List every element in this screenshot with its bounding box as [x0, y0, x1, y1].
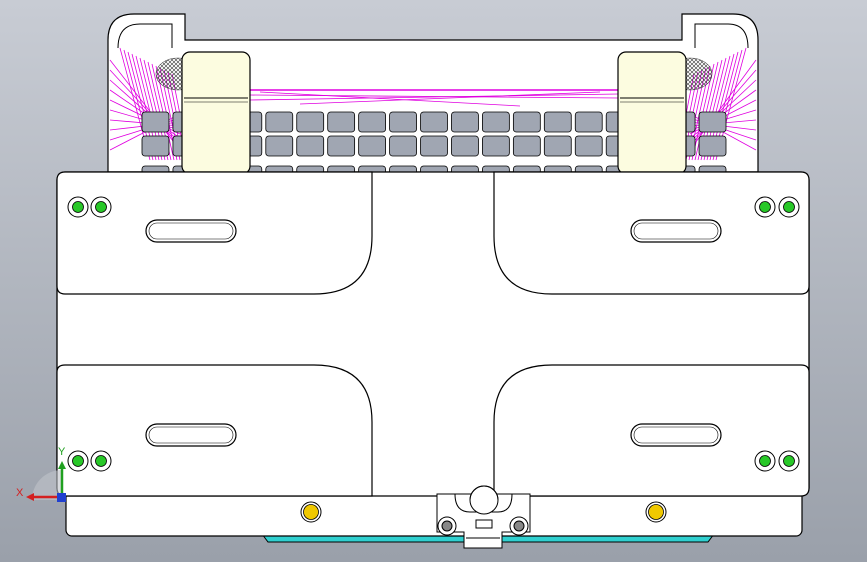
slot-top-right [630, 219, 722, 243]
keyboard-key [512, 111, 541, 133]
triad-y-label: Y [58, 446, 66, 458]
mounting-holes [67, 196, 800, 472]
keyboard-key [574, 111, 603, 133]
keyboard-key [296, 135, 325, 157]
keyboard-key [420, 111, 448, 133]
keyboard-key [482, 135, 510, 157]
keyboard-key [141, 111, 170, 133]
center-clamp-mechanism [436, 485, 531, 549]
triad-x-label: X [16, 487, 24, 499]
locating-pins [300, 501, 667, 523]
keyboard-key [327, 135, 356, 157]
keyboard-key [389, 135, 417, 157]
hinge-support-right [617, 51, 687, 175]
keyboard-key [389, 111, 417, 133]
slots [145, 219, 722, 447]
keyboard-key [327, 111, 356, 133]
keyboard-key [265, 135, 294, 157]
base-plate [65, 489, 803, 537]
keyboard-key [543, 135, 572, 157]
slot-top-left [145, 219, 237, 243]
keyboard-key [543, 111, 572, 133]
slot-bottom-left [145, 423, 237, 447]
keyboard-key [451, 135, 479, 157]
keyboard-key [574, 135, 603, 157]
keyboard-key [698, 111, 727, 133]
keyboard-key [296, 111, 325, 133]
keyboard-key [451, 111, 479, 133]
keyboard-key [482, 111, 510, 133]
keyboard-key [141, 135, 170, 157]
hinge-support-left [181, 51, 251, 175]
coordinate-triad: X Y [16, 446, 66, 502]
keyboard-key [358, 135, 386, 157]
laptop-body [107, 13, 759, 173]
keyboard-key [420, 135, 448, 157]
keyboard-key [358, 111, 386, 133]
keyboard-key [265, 111, 294, 133]
keyboard-key [512, 135, 541, 157]
slot-bottom-right [630, 423, 722, 447]
keyboard-key [698, 135, 727, 157]
